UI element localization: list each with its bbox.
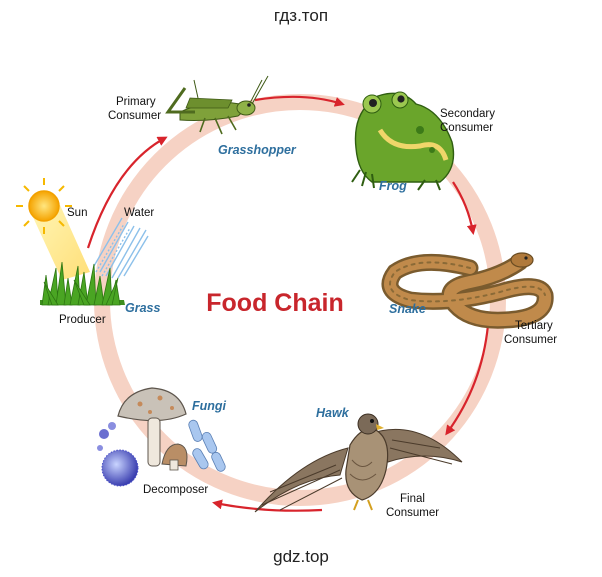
water-icon: [93, 217, 149, 279]
hawk-species-label: Hawk: [316, 406, 350, 420]
snake-icon: [381, 252, 554, 329]
arrow-grass-to-grasshopper: [86, 136, 168, 249]
final-consumer-label-line1: Final: [400, 493, 425, 505]
hawk-icon: [254, 413, 463, 513]
frog-species-label: Frog: [379, 179, 407, 193]
grasshopper-species-label: Grasshopper: [218, 143, 297, 157]
grasshopper-icon: [165, 75, 269, 135]
sun-label: Sun: [67, 207, 87, 219]
fungi-icon: [97, 387, 226, 487]
snake-species-label: Snake: [389, 302, 426, 316]
sun-icon: [16, 178, 90, 280]
watermark-top: гдз.топ: [273, 6, 329, 25]
primary-consumer-label-line1: Primary: [116, 96, 156, 108]
tertiary-consumer-label-line1: Tertiary: [515, 320, 553, 332]
watermark-bottom: gdz.top: [273, 547, 329, 566]
secondary-consumer-label-line2: Consumer: [440, 122, 493, 134]
arrow-grasshopper-to-frog: [254, 95, 345, 107]
grass-species-label: Grass: [125, 301, 160, 315]
grass-icon: [40, 261, 125, 306]
secondary-consumer-label-line1: Secondary: [440, 108, 495, 120]
tertiary-consumer-label-line2: Consumer: [504, 334, 557, 346]
final-consumer-label-line2: Consumer: [386, 507, 439, 519]
water-label: Water: [124, 207, 154, 219]
cycle-arrows: [86, 95, 490, 512]
producer-label: Producer: [59, 314, 106, 326]
arrow-frog-to-snake: [452, 181, 477, 235]
diagram-title: Food Chain: [206, 289, 343, 317]
arrow-hawk-to-fungi: [212, 499, 323, 512]
frog-icon: [351, 91, 455, 191]
arrow-snake-to-hawk: [445, 324, 490, 436]
fungi-species-label: Fungi: [192, 399, 227, 413]
primary-consumer-label-line2: Consumer: [108, 110, 161, 122]
decomposer-label: Decomposer: [143, 484, 208, 496]
